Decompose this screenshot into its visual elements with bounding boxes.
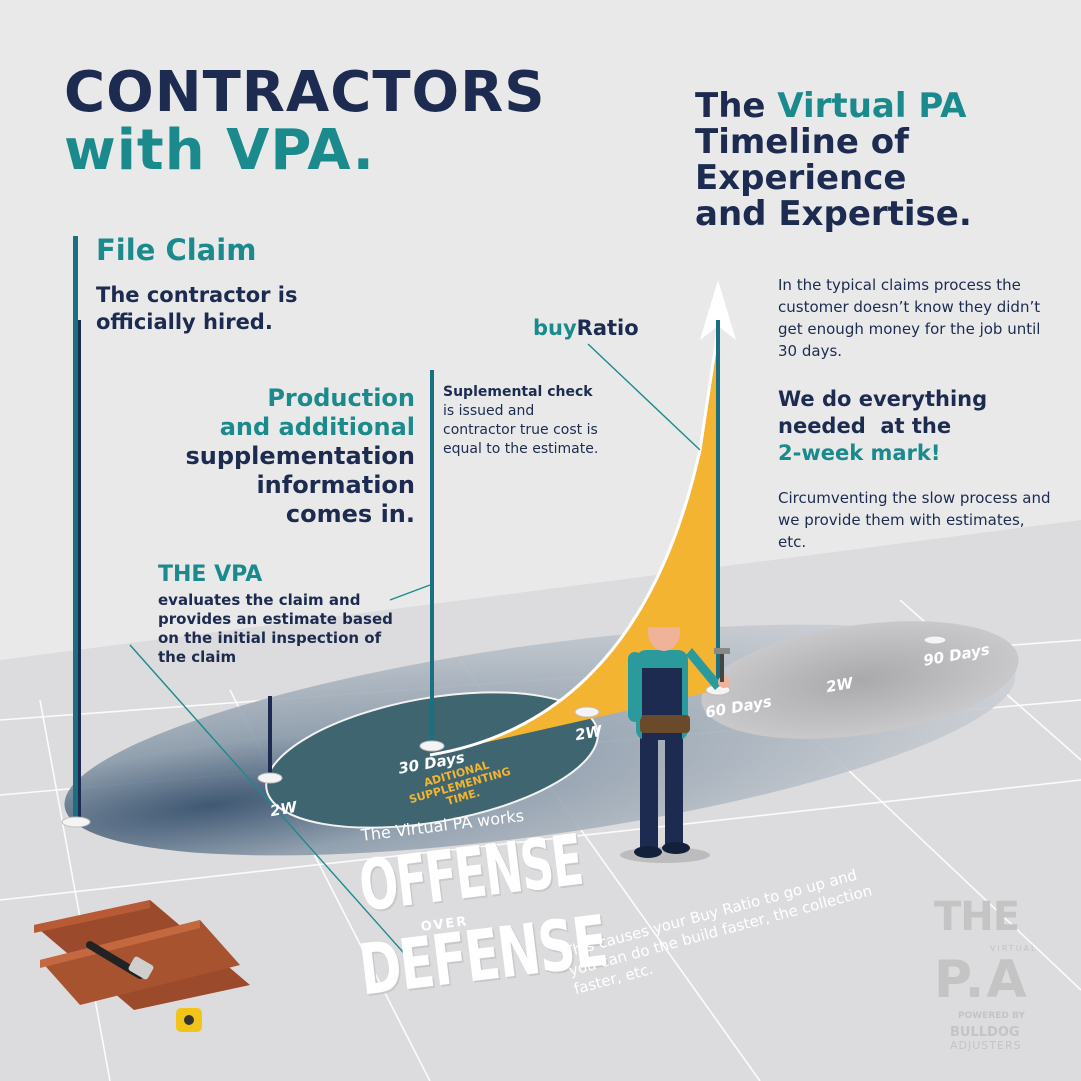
file-claim-body: The contractor is officially hired.: [96, 283, 298, 334]
file-claim-heading: File Claim: [96, 233, 257, 267]
timeline-title-accent: Virtual PA: [777, 86, 967, 126]
hard-hat-worker: [620, 609, 730, 863]
right-shadow: [701, 621, 1019, 739]
timeline-poles: [73, 236, 720, 821]
logo-the: THE: [934, 894, 1020, 940]
we-do-line2: needed at the: [778, 414, 952, 438]
production-line5: comes in.: [285, 500, 415, 528]
timeline-title-line4: and Expertise.: [695, 194, 972, 234]
logo-powered-by: POWERED BY: [958, 1011, 1025, 1021]
connector-lines: [129, 343, 701, 961]
production-line3: supplementation: [185, 442, 415, 470]
buyratio-label: buyRatio: [533, 316, 639, 340]
typical-process-text: In the typical claims process the custom…: [778, 276, 1041, 360]
production-line4: information: [256, 471, 415, 499]
hammer-icon: [86, 941, 154, 980]
buyratio-suffix: Ratio: [576, 316, 639, 340]
inner-ellipse: [265, 691, 599, 829]
production-line2: and additional: [219, 413, 415, 441]
production-line1: Production: [267, 384, 415, 412]
buyratio-curve: [430, 330, 718, 755]
we-do-text: We do everything needed at the 2-week ma…: [778, 386, 1048, 467]
supplemental-check-text: Suplemental check is issued and contract…: [443, 383, 603, 459]
offense-text: OFFENSE: [354, 818, 587, 928]
supplemental-bold: Suplemental check: [443, 384, 593, 400]
main-title-line2: with VPA.: [64, 118, 375, 183]
vpa-heading: THE VPA: [158, 562, 263, 587]
we-do-line1: We do everything: [778, 387, 988, 411]
production-text: Production and additional supplementatio…: [150, 384, 415, 529]
main-title-line1: CONTRACTORS: [64, 60, 546, 125]
tape-measure-icon: [176, 1008, 202, 1032]
logo-bulldog: BULLDOG: [950, 1025, 1020, 1040]
we-do-accent: 2-week mark!: [778, 441, 941, 465]
logo-virtual: VIRTUAL: [990, 944, 1038, 953]
logo-pa: P.A: [934, 950, 1029, 1010]
timeline-title: The Virtual PA Timeline of Experience an…: [695, 88, 1025, 232]
timeline-title-line3: Experience: [695, 158, 907, 198]
supplemental-rest: is issued and contractor true cost is eq…: [443, 403, 599, 457]
logo-adjusters: ADJUSTERS: [950, 1039, 1022, 1052]
buyratio-curve-edge: [429, 329, 720, 757]
up-arrow-icon: [700, 280, 736, 340]
buyratio-prefix: buy: [533, 316, 577, 340]
main-title: CONTRACTORS with VPA.: [64, 64, 546, 180]
circumventing-text: Circumventing the slow process and we pr…: [778, 489, 1051, 551]
timeline-title-line2: Timeline of: [695, 122, 909, 162]
timeline-title-pre: The: [695, 86, 778, 126]
vpa-body: evaluates the claim and provides an esti…: [158, 591, 393, 666]
